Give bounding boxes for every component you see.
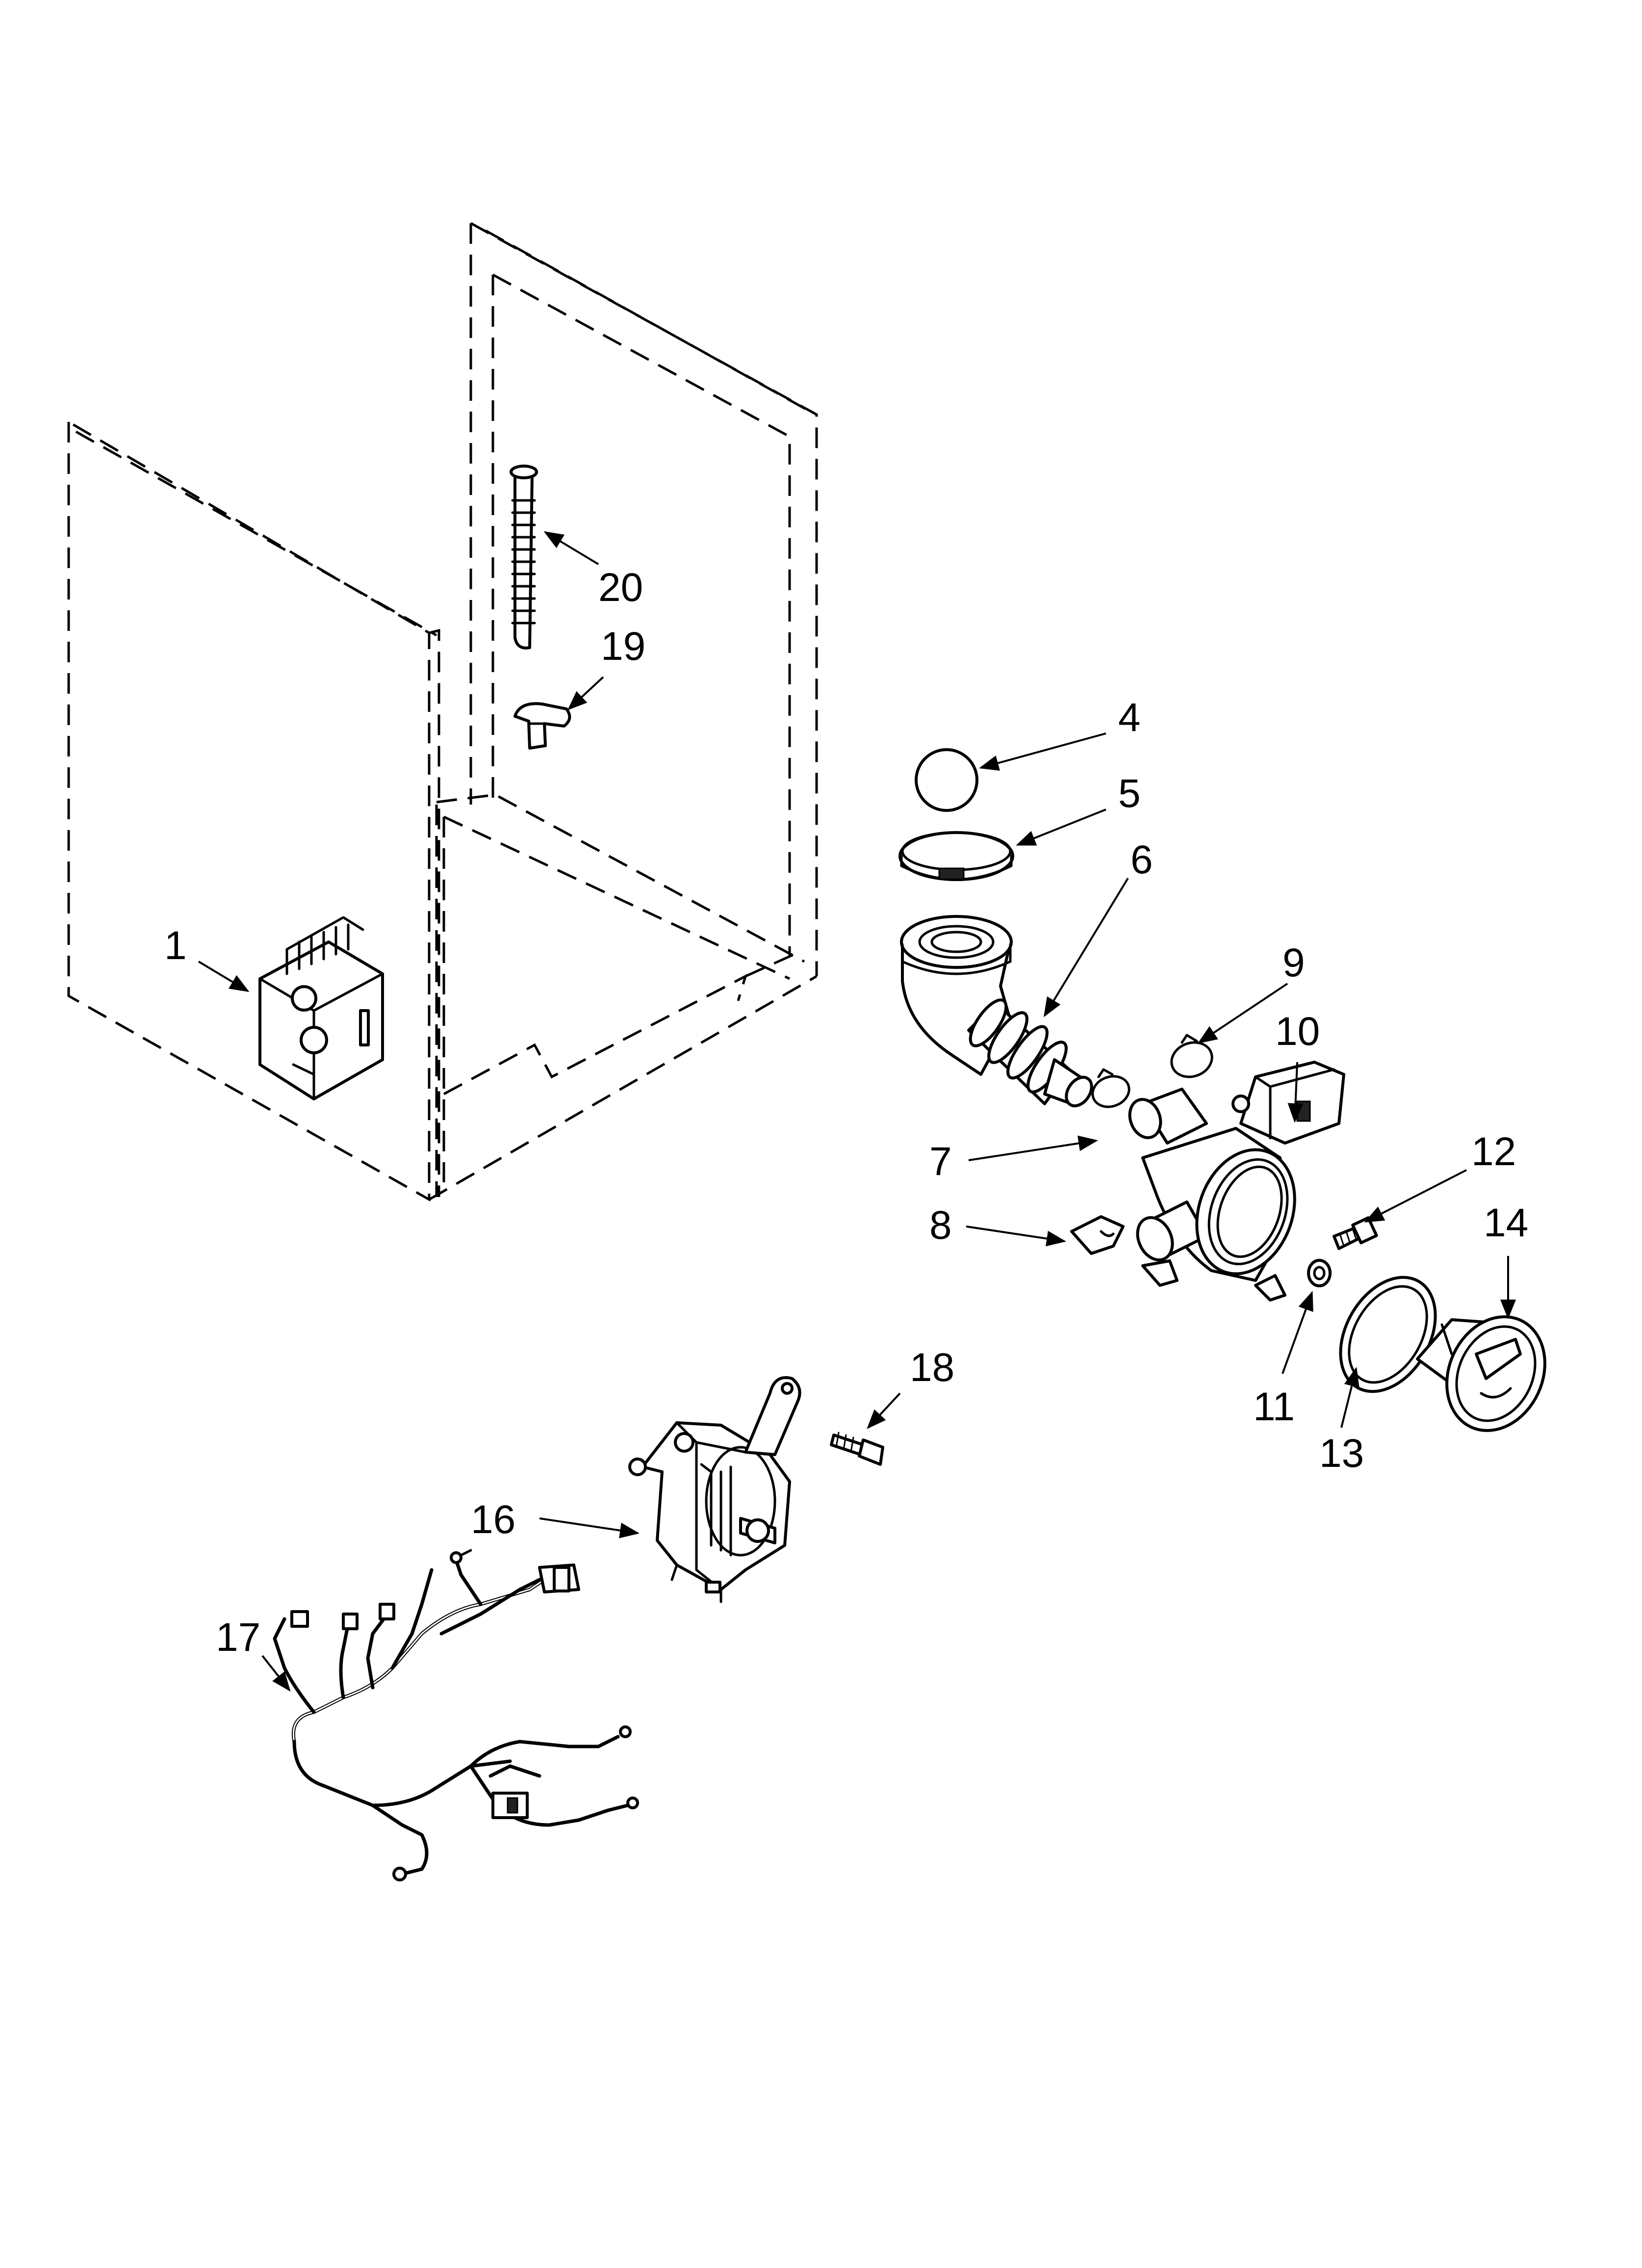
callout-12: 12	[1471, 1129, 1516, 1174]
leader-lines	[198, 531, 1516, 1692]
callout-10: 10	[1275, 1009, 1320, 1054]
callout-1: 1	[164, 923, 187, 968]
part-5-clamp	[898, 831, 1014, 881]
part-4-ball	[915, 748, 978, 812]
callout-14: 14	[1484, 1200, 1528, 1245]
callout-4: 4	[1118, 695, 1141, 740]
callout-19: 19	[601, 624, 645, 669]
callout-20: 20	[598, 565, 643, 610]
callout-16: 16	[471, 1497, 515, 1542]
callout-18: 18	[910, 1345, 954, 1390]
part-19-clip	[513, 702, 571, 750]
part-18-screw	[830, 1432, 884, 1466]
part-1-module	[258, 916, 384, 1100]
part-11-seal	[1307, 1259, 1332, 1287]
part-7-clamp	[1091, 1068, 1130, 1108]
part-13-gasket	[1339, 1276, 1437, 1393]
part-9-clamp	[1170, 1034, 1213, 1078]
callout-8: 8	[929, 1203, 952, 1248]
callout-9: 9	[1283, 940, 1305, 985]
part-12-screw	[1333, 1216, 1378, 1250]
part-20-hose	[510, 465, 538, 650]
part-17-wire-harness	[273, 1549, 639, 1881]
callout-labels: 1 4 5 6 7 8 9 10 11 12 13 14 16 17 18 19…	[164, 565, 1528, 1660]
part-14-filter	[1416, 1315, 1546, 1432]
part-10-pump	[1128, 1061, 1345, 1302]
callout-11: 11	[1253, 1384, 1295, 1429]
cabinet-outline	[67, 222, 818, 1202]
callout-5: 5	[1118, 771, 1141, 816]
callout-17: 17	[216, 1615, 260, 1660]
part-8-plate	[1070, 1215, 1125, 1255]
callout-6: 6	[1130, 837, 1153, 882]
callout-7: 7	[929, 1139, 952, 1184]
part-6-sump-hose	[900, 915, 1093, 1108]
part-16-motor	[628, 1376, 801, 1603]
callout-13: 13	[1319, 1431, 1364, 1476]
